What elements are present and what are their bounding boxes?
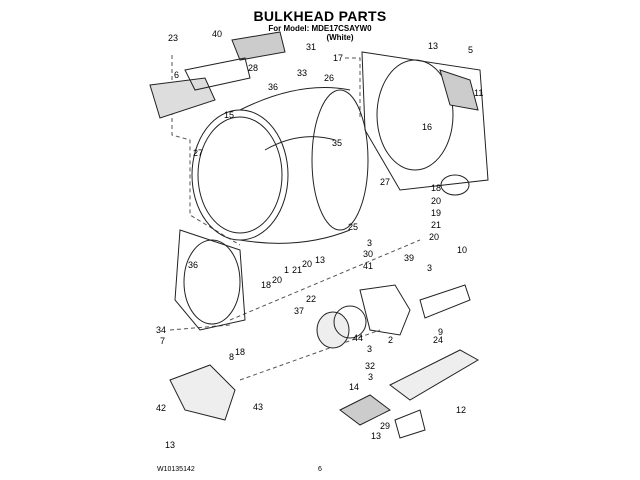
callout-32: 32	[365, 361, 376, 371]
callout-22: 22	[306, 294, 317, 304]
callout-33: 33	[297, 68, 308, 78]
heater-assembly	[339, 349, 480, 439]
callout-13: 13	[428, 41, 439, 51]
callout-28: 28	[248, 63, 259, 73]
callout-10: 10	[457, 245, 468, 255]
callout-18: 18	[261, 280, 272, 290]
page-number: 6	[318, 466, 322, 473]
callout-1: 1	[284, 265, 290, 275]
callout-20: 20	[431, 196, 442, 206]
callout-21: 21	[292, 265, 303, 275]
front-bulkhead	[174, 229, 246, 331]
callout-3: 3	[368, 372, 374, 382]
callout-27: 27	[380, 177, 391, 187]
callout-20: 20	[272, 275, 283, 285]
callout-37: 37	[294, 306, 305, 316]
callout-18: 18	[235, 347, 246, 357]
callout-41: 41	[363, 261, 374, 271]
callout-20: 20	[429, 232, 440, 242]
blower-assembly	[316, 284, 471, 349]
callout-31: 31	[306, 42, 317, 52]
callout-3: 3	[367, 344, 373, 354]
callout-15: 15	[224, 110, 235, 120]
drum	[191, 87, 369, 244]
lint-duct	[169, 364, 236, 421]
callout-34: 34	[156, 325, 167, 335]
callout-2: 2	[388, 335, 394, 345]
callout-16: 16	[422, 122, 433, 132]
callout-27: 27	[193, 148, 204, 158]
callout-25: 25	[348, 222, 359, 232]
callout-30: 30	[363, 249, 374, 259]
color-line: (White)	[326, 33, 354, 42]
callout-7: 7	[160, 336, 166, 346]
callout-12: 12	[456, 405, 467, 415]
callout-18: 18	[431, 183, 442, 193]
callout-24: 24	[433, 335, 444, 345]
lint-screen	[149, 31, 286, 119]
callout-42: 42	[156, 403, 167, 413]
callout-3: 3	[427, 263, 433, 273]
model-line: For Model: MDE17CSAYW0	[268, 24, 372, 33]
callout-36: 36	[188, 260, 199, 270]
callout-8: 8	[229, 352, 235, 362]
callout-29: 29	[380, 421, 391, 431]
callout-13: 13	[371, 431, 382, 441]
callout-11: 11	[474, 88, 484, 98]
callout-35: 35	[332, 138, 343, 148]
callout-13: 13	[165, 440, 176, 450]
callout-40: 40	[212, 29, 223, 39]
assembly-guide-lines	[169, 55, 421, 381]
callout-23: 23	[168, 33, 179, 43]
page-title: BULKHEAD PARTS	[253, 8, 387, 24]
callout-21: 21	[431, 220, 442, 230]
doc-number: W10135142	[157, 466, 195, 473]
callout-19: 19	[431, 208, 442, 218]
rear-bulkhead	[361, 51, 489, 196]
callout-14: 14	[349, 382, 360, 392]
callout-13: 13	[315, 255, 326, 265]
callout-17: 17	[333, 53, 344, 63]
callout-20: 20	[302, 259, 313, 269]
callout-5: 5	[468, 45, 474, 55]
callout-6: 6	[174, 70, 180, 80]
callout-3: 3	[367, 238, 373, 248]
callout-44: 44	[353, 333, 364, 343]
callout-9: 9	[438, 327, 444, 337]
callout-39: 39	[404, 253, 415, 263]
callout-36: 36	[268, 82, 279, 92]
callout-43: 43	[253, 402, 264, 412]
callout-26: 26	[324, 73, 335, 83]
